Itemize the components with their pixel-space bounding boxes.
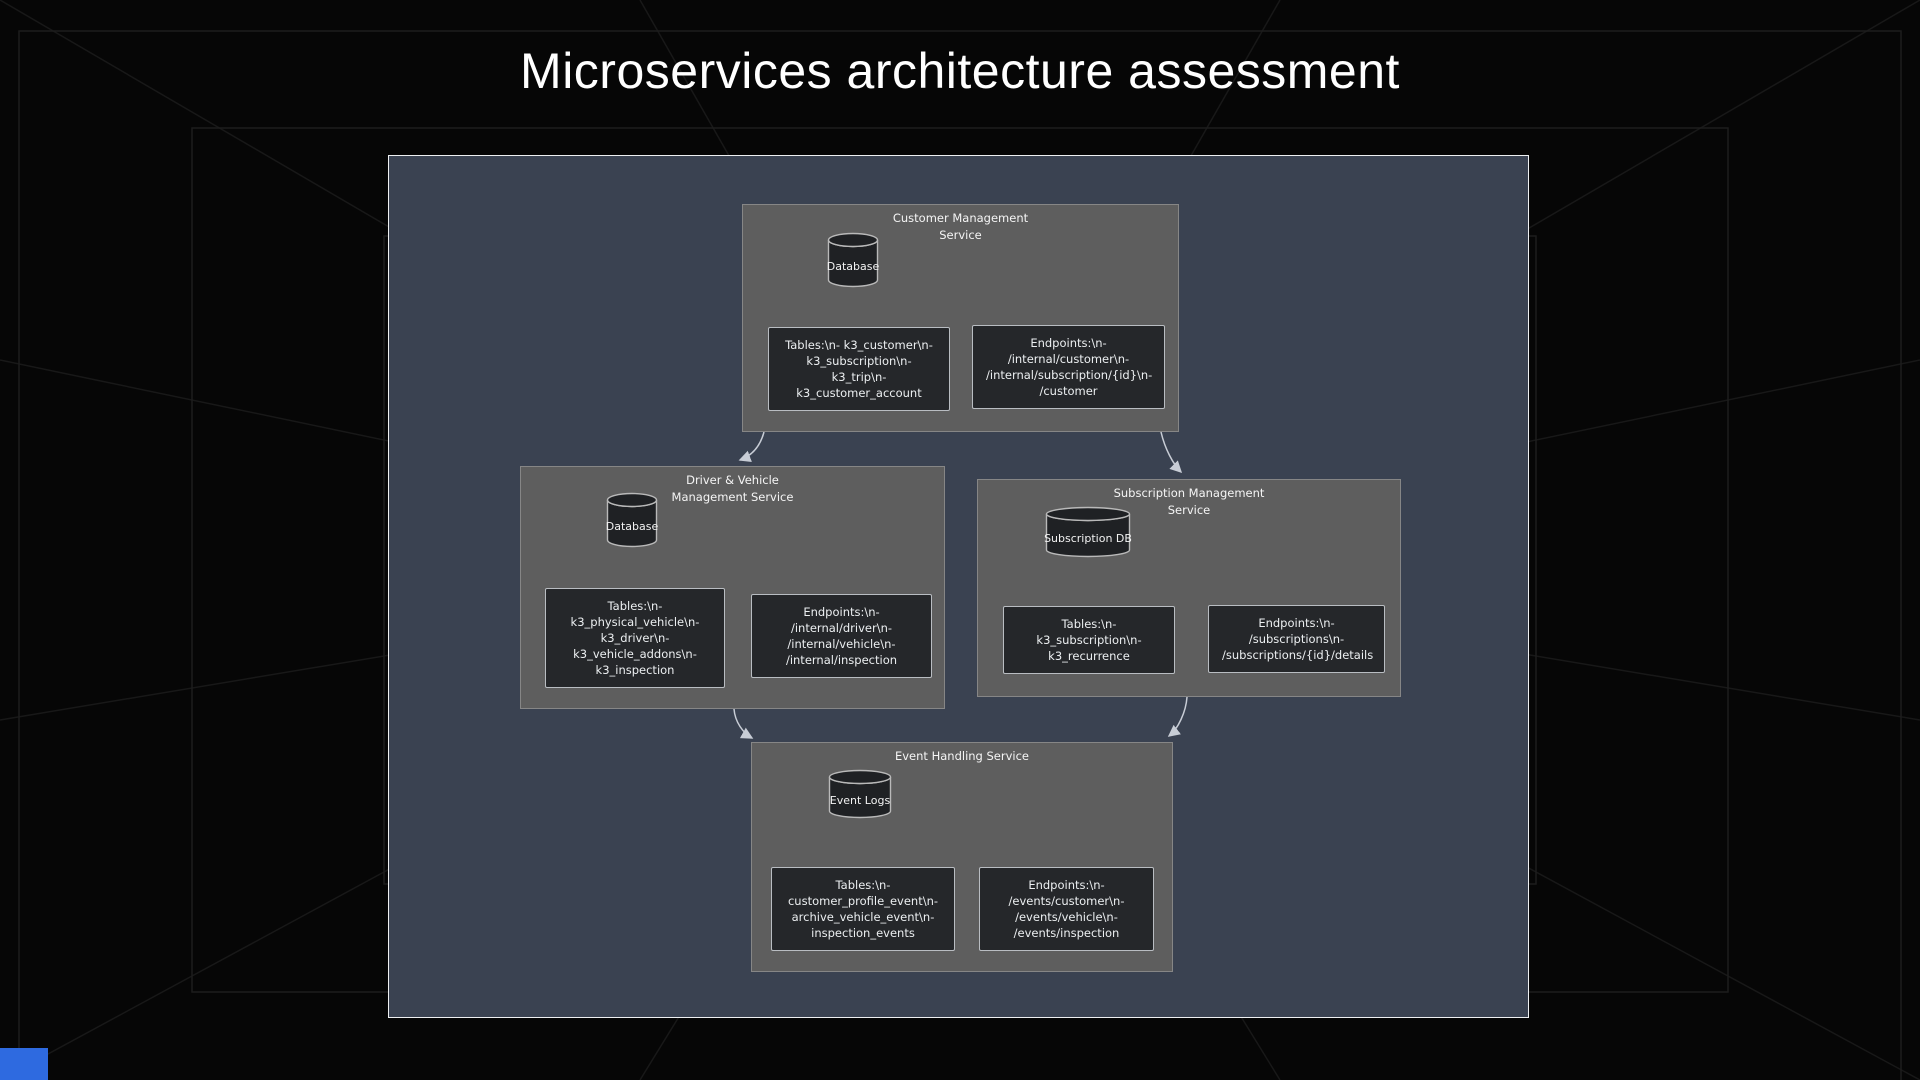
database-cylinder[interactable]: Database bbox=[827, 232, 879, 288]
service-title-event: Event Handling Service bbox=[752, 748, 1172, 765]
tables-node[interactable]: Tables:\n- k3_physical_vehicle\n- k3_dri… bbox=[545, 588, 725, 688]
service-title-line1: Customer Management bbox=[892, 211, 1029, 225]
endpoints-node[interactable]: Endpoints:\n- /internal/customer\n- /int… bbox=[972, 325, 1165, 409]
cylinder-shape bbox=[828, 769, 892, 819]
database-label: Database bbox=[605, 519, 659, 533]
endpoints-node[interactable]: Endpoints:\n- /events/customer\n- /event… bbox=[979, 867, 1154, 951]
tables-node[interactable]: Tables:\n- k3_subscription\n- k3_recurre… bbox=[1003, 606, 1175, 674]
service-title-line2: Service bbox=[939, 228, 982, 242]
service-title-customer: Customer Management Service bbox=[743, 210, 1178, 244]
endpoints-node[interactable]: Endpoints:\n- /subscriptions\n- /subscri… bbox=[1208, 605, 1385, 673]
service-title-subscription: Subscription Management Service bbox=[978, 485, 1400, 519]
database-cylinder[interactable]: Database bbox=[606, 492, 658, 548]
bottom-left-blue-chip bbox=[0, 1048, 48, 1080]
arrow-customer-to-driver bbox=[738, 431, 765, 463]
database-label: Subscription DB bbox=[1044, 531, 1132, 545]
cylinder-shape bbox=[827, 232, 879, 288]
database-cylinder[interactable]: Event Logs bbox=[828, 769, 892, 819]
service-title-line1: Event Handling Service bbox=[894, 749, 1030, 763]
service-title-line2: Management Service bbox=[671, 490, 794, 504]
tables-node[interactable]: Tables:\n- k3_customer\n- k3_subscriptio… bbox=[768, 327, 950, 411]
service-box-driver-vehicle-management[interactable]: Driver & Vehicle Management Service Data… bbox=[520, 466, 945, 709]
arrow-customer-to-subscription bbox=[1160, 431, 1183, 474]
cylinder-shape bbox=[1045, 506, 1131, 558]
service-box-customer-management[interactable]: Customer Management Service Database Tab… bbox=[742, 204, 1179, 432]
page-title: Microservices architecture assessment bbox=[520, 43, 1400, 99]
database-label: Event Logs bbox=[829, 793, 891, 807]
service-title-driver: Driver & Vehicle Management Service bbox=[521, 472, 944, 506]
arrow-driver-to-event bbox=[733, 708, 754, 739]
service-title-line1: Subscription Management bbox=[1113, 486, 1265, 500]
service-box-subscription-management[interactable]: Subscription Management Service Subscrip… bbox=[977, 479, 1401, 697]
diagram-panel[interactable]: Customer Management Service Database Tab… bbox=[388, 155, 1529, 1018]
database-cylinder[interactable]: Subscription DB bbox=[1044, 506, 1132, 558]
service-title-line2: Service bbox=[1167, 503, 1211, 517]
service-box-event-handling[interactable]: Event Handling Service Event Logs Tables… bbox=[751, 742, 1173, 972]
service-title-line1: Driver & Vehicle bbox=[686, 473, 779, 487]
cylinder-shape bbox=[606, 492, 658, 548]
database-label: Database bbox=[826, 259, 880, 273]
endpoints-node[interactable]: Endpoints:\n- /internal/driver\n- /inter… bbox=[751, 594, 932, 678]
tables-node[interactable]: Tables:\n- customer_profile_event\n- arc… bbox=[771, 867, 955, 951]
arrow-subscription-to-event bbox=[1167, 696, 1188, 737]
